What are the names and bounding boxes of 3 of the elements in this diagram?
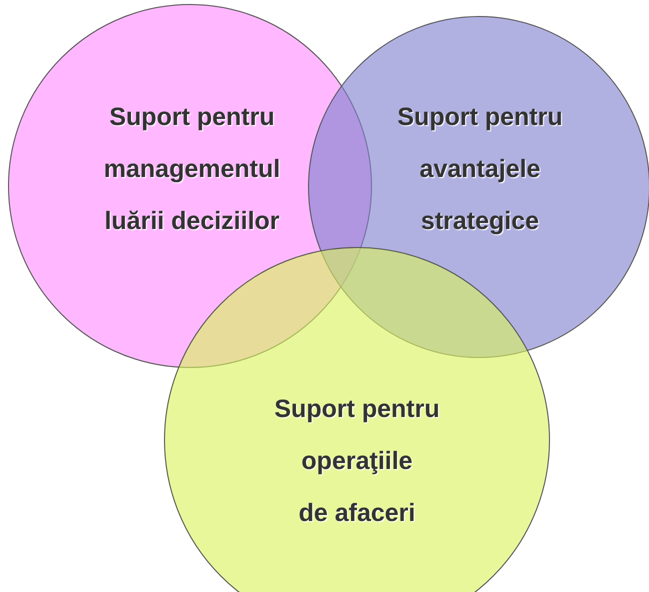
circle-label: Suport pentru avantajele strategice: [397, 102, 563, 237]
circle-label: Suport pentru operaţiile de afaceri: [274, 394, 440, 529]
circle-label: Suport pentru managementul luării deciziilor: [104, 102, 280, 237]
